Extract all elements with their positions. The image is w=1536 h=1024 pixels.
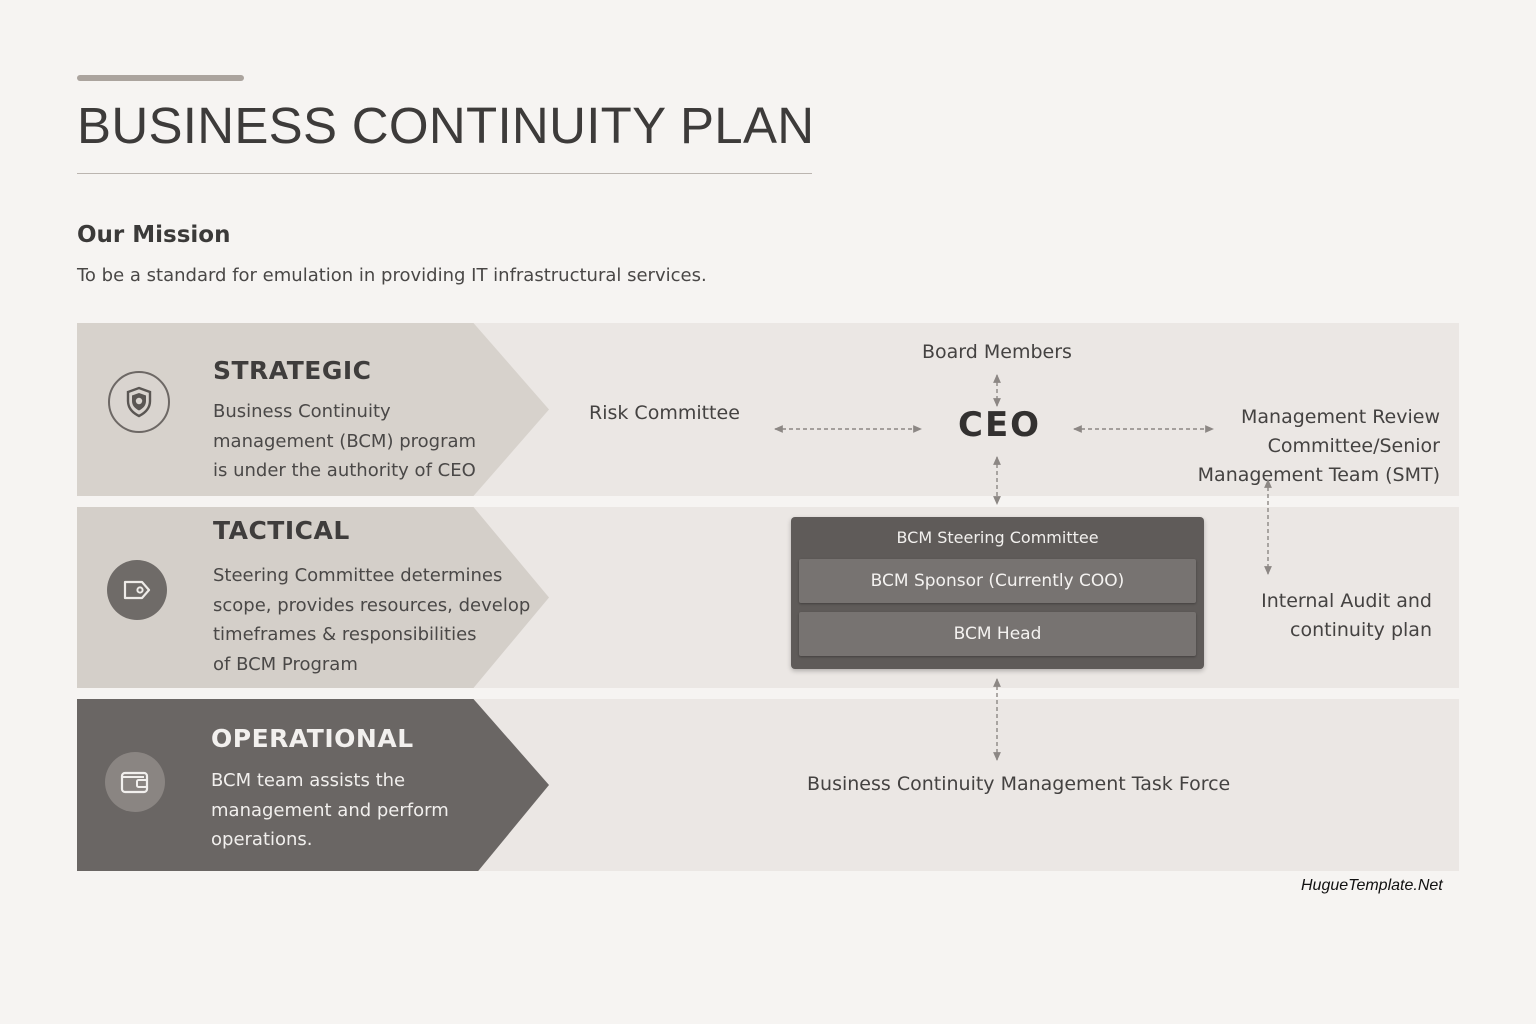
strategic-description: Business Continuity management (BCM) pro… (213, 397, 503, 486)
internal-audit-line: Internal Audit and (1261, 590, 1432, 612)
mission-text: To be a standard for emulation in provid… (77, 265, 707, 286)
tactical-description: Steering Committee determines scope, pro… (213, 561, 533, 679)
strategic-desc-line: Business Continuity (213, 401, 391, 422)
operational-desc-line: management and perform (211, 799, 449, 821)
page-title: BUSINESS CONTINUITY PLAN (77, 97, 815, 154)
operational-desc-line: operations. (211, 829, 313, 850)
operational-title: OPERATIONAL (211, 724, 414, 753)
board-members-node: Board Members (922, 341, 1072, 363)
tactical-desc-line: timeframes & responsibilities (213, 624, 477, 645)
operational-description: BCM team assists the management and perf… (211, 766, 501, 855)
risk-committee-node: Risk Committee (589, 402, 740, 424)
operational-desc-line: BCM team assists the (211, 770, 406, 791)
internal-audit-line: continuity plan (1290, 619, 1432, 641)
strategic-desc-line: management (BCM) program (213, 430, 477, 452)
tactical-desc-line: scope, provides resources, develop (213, 594, 531, 616)
tactical-desc-line: Steering Committee determines (213, 565, 503, 586)
management-review-node: Management Review Committee/Senior Manag… (1190, 403, 1440, 490)
tactical-title: TACTICAL (213, 516, 350, 545)
ceo-node: CEO (958, 405, 1042, 445)
bcm-sponsor-bar: BCM Sponsor (Currently COO) (799, 559, 1196, 603)
internal-audit-node: Internal Audit and continuity plan (1230, 587, 1432, 645)
management-review-line: Management Team (SMT) (1197, 464, 1440, 486)
management-review-line: Committee/Senior (1267, 435, 1440, 457)
bcm-head-bar: BCM Head (799, 612, 1196, 656)
tag-icon (107, 560, 167, 620)
management-review-line: Management Review (1241, 406, 1440, 428)
watermark: HugueTemplate.Net (1301, 877, 1443, 894)
task-force-node: Business Continuity Management Task Forc… (807, 773, 1231, 795)
strategic-title: STRATEGIC (213, 356, 372, 385)
strategic-desc-line: is under the authority of CEO (213, 460, 476, 481)
title-accent-bar (77, 75, 244, 81)
steering-committee-label: BCM Steering Committee (896, 528, 1099, 547)
title-divider (77, 173, 812, 174)
bcm-steering-committee-box: BCM Steering Committee BCM Sponsor (Curr… (791, 517, 1204, 669)
mission-heading: Our Mission (77, 222, 231, 248)
shield-icon (108, 371, 170, 433)
tactical-desc-line: of BCM Program (213, 653, 358, 675)
wallet-icon (105, 752, 165, 812)
